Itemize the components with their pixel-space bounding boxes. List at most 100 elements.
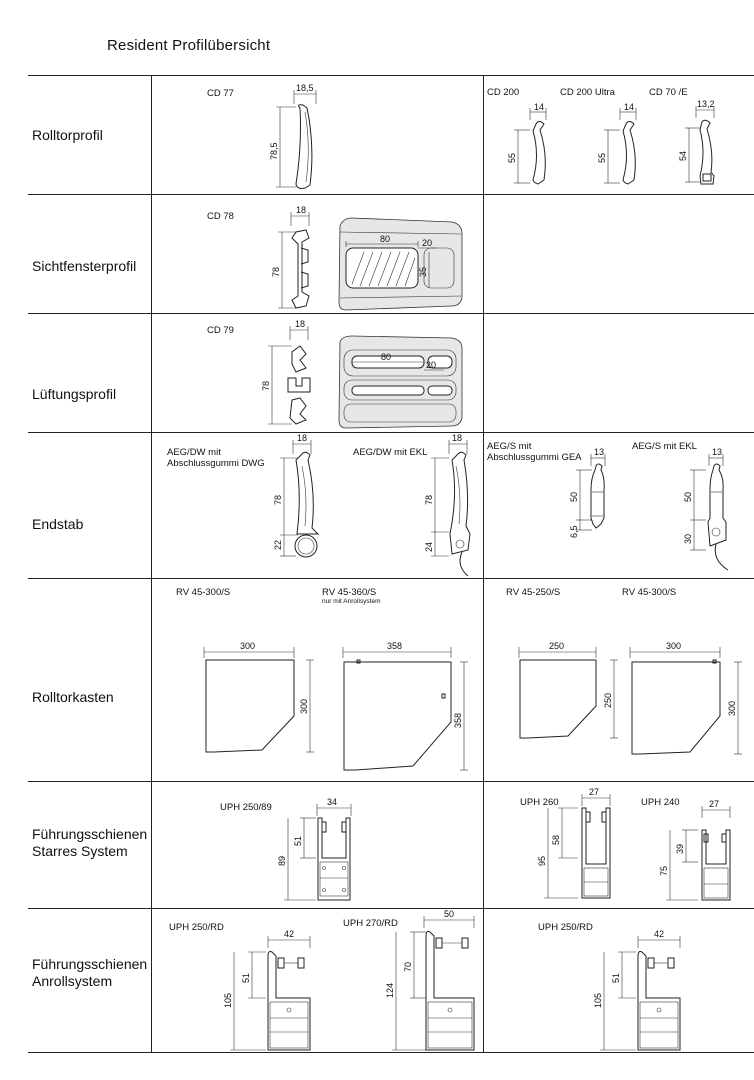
dim-endstab-c-h2: 6,5 xyxy=(569,525,579,538)
schiene-name-uph270-rd: UPH 270/RD xyxy=(343,918,398,929)
dim-cd79-gap: 20 xyxy=(426,360,436,370)
dim-uph270-rd-h1: 70 xyxy=(403,962,413,972)
dim-uph250-89-h1: 51 xyxy=(293,836,303,846)
dim-uph250-rd-c-h2: 105 xyxy=(593,993,603,1008)
dim-cd77-width: 18,5 xyxy=(296,83,314,93)
dim-endstab-b-h1: 78 xyxy=(424,495,434,505)
drawing-cd78-profile: 18 78 xyxy=(271,205,310,309)
drawing-uph240: 27 39 75 xyxy=(659,799,731,901)
dim-cd200u-width: 14 xyxy=(624,102,634,112)
row-label-rolltorkasten: Rolltorkasten xyxy=(32,689,114,705)
schiene-name-uph240: UPH 240 xyxy=(641,797,680,808)
dim-uph250-rd-a-width: 42 xyxy=(284,929,294,939)
dim-kasten-c-height: 250 xyxy=(603,693,613,708)
drawing-uph270-rd: 50 70 124 xyxy=(385,909,475,1051)
row-divider xyxy=(28,75,754,76)
drawing-uph250-rd-a: 42 51 105 xyxy=(223,929,311,1051)
dim-endstab-a-h2: 22 xyxy=(273,540,283,550)
dim-uph240-h1: 39 xyxy=(675,844,685,854)
drawing-cd200-ultra: 14 55 xyxy=(597,102,637,185)
row-label-lueftungsprofil: Lüftungsprofil xyxy=(32,386,117,402)
window-glass-hatch xyxy=(351,251,416,287)
profile-name-cd79: CD 79 xyxy=(207,325,234,336)
drawing-uph250-89: 34 51 89 xyxy=(277,797,352,901)
profile-name-cd77: CD 77 xyxy=(207,88,234,99)
row-label-endstab: Endstab xyxy=(32,516,84,532)
drawing-cd79-panel: 80 20 xyxy=(338,335,463,429)
dim-uph260-width: 27 xyxy=(589,787,599,797)
dim-uph250-rd-a-h1: 51 xyxy=(241,973,251,983)
dim-uph240-h2: 75 xyxy=(659,866,669,876)
dim-uph240-width: 27 xyxy=(709,799,719,809)
dim-uph260-h2: 95 xyxy=(537,856,547,866)
dim-cd78-height: 78 xyxy=(271,267,281,277)
dim-cd200-height: 55 xyxy=(507,153,517,163)
dim-uph250-rd-a-h2: 105 xyxy=(223,993,233,1008)
row-divider xyxy=(28,908,754,909)
drawing-endstab-d: 13 50 30 xyxy=(683,447,729,571)
dim-uph260-h1: 58 xyxy=(551,835,561,845)
row-divider xyxy=(28,578,754,579)
dim-cd79-height: 78 xyxy=(261,381,271,391)
dim-uph270-rd-width: 50 xyxy=(444,909,454,919)
dim-endstab-c-width: 13 xyxy=(594,447,604,457)
drawing-endstab-a: 18 78 22 xyxy=(273,433,320,558)
schiene-name-uph260: UPH 260 xyxy=(520,797,559,808)
drawing-uph260: 27 58 95 xyxy=(537,787,611,899)
profile-name-cd200-ultra: CD 200 Ultra xyxy=(560,87,615,98)
drawing-cd79-profile: 18 78 xyxy=(261,319,311,425)
drawing-endstab-b: 18 78 24 xyxy=(424,433,471,577)
row-divider xyxy=(28,1052,754,1053)
dim-kasten-a-width: 300 xyxy=(240,641,255,651)
endstab-name-b: AEG/DW mit EKL xyxy=(353,447,428,458)
row-label-anrollsystem: Führungsschienen Anrollsystem xyxy=(32,956,148,989)
column-divider xyxy=(483,75,484,1052)
schiene-name-uph250-89: UPH 250/89 xyxy=(220,802,272,813)
dim-endstab-b-width: 18 xyxy=(452,433,462,443)
drawing-kasten-b: 358 358 xyxy=(342,641,468,771)
dim-cd78-window-height: 35 xyxy=(418,267,428,277)
drawing-cd78-panel: 80 20 35 xyxy=(338,217,463,311)
dim-cd77-height: 78,5 xyxy=(269,142,279,160)
dim-uph250-89-width: 34 xyxy=(327,797,337,807)
row-label-starres-system: Führungsschienen Starres System xyxy=(32,826,148,859)
dim-endstab-a-h1: 78 xyxy=(273,495,283,505)
dim-cd78-window-width: 80 xyxy=(380,234,390,244)
kasten-name-a: RV 45-300/S xyxy=(176,587,231,598)
page-title: Resident Profilübersicht xyxy=(107,37,271,54)
dim-uph250-89-h2: 89 xyxy=(277,856,287,866)
dim-kasten-d-width: 300 xyxy=(666,641,681,651)
drawing-cd200: 14 55 xyxy=(507,102,547,185)
drawing-kasten-c: 250 250 xyxy=(518,641,618,739)
drawing-cd77: 18,5 78,5 xyxy=(269,83,317,189)
row-label-rolltorprofil: Rolltorprofil xyxy=(32,127,103,143)
dim-kasten-c-width: 250 xyxy=(549,641,564,651)
dim-endstab-d-h2: 30 xyxy=(683,534,693,544)
dim-cd79-width: 18 xyxy=(295,319,305,329)
row-divider xyxy=(28,313,754,314)
dim-cd70e-width: 13,2 xyxy=(697,99,715,109)
drawing-endstab-c: 13 50 6,5 xyxy=(569,447,606,538)
dim-endstab-d-width: 13 xyxy=(712,447,722,457)
dim-cd78-gap: 20 xyxy=(422,238,432,248)
dim-kasten-b-height: 358 xyxy=(453,713,463,728)
endstab-name-c-line1: AEG/S mit xyxy=(487,441,532,452)
dim-endstab-c-h1: 50 xyxy=(569,492,579,502)
drawing-kasten-a: 300 300 xyxy=(203,641,314,753)
profile-name-cd200: CD 200 xyxy=(487,87,520,98)
drawing-cd70e: 13,2 54 xyxy=(678,99,715,185)
kasten-name-d: RV 45-300/S xyxy=(622,587,677,598)
endstab-name-c-line2: Abschlussgummi GEA xyxy=(487,452,582,463)
dim-kasten-b-width: 358 xyxy=(387,641,402,651)
dim-uph250-rd-c-h1: 51 xyxy=(611,973,621,983)
dim-endstab-d-h1: 50 xyxy=(683,492,693,502)
dim-endstab-b-h2: 24 xyxy=(424,542,434,552)
row-divider xyxy=(28,432,754,433)
drawing-kasten-d: 300 300 xyxy=(629,641,742,755)
dim-endstab-a-width: 18 xyxy=(297,433,307,443)
row-label-sichtfensterprofil: Sichtfensterprofil xyxy=(32,258,137,274)
dim-kasten-d-height: 300 xyxy=(727,701,737,716)
dim-cd200-width: 14 xyxy=(534,102,544,112)
profile-name-cd78: CD 78 xyxy=(207,211,234,222)
